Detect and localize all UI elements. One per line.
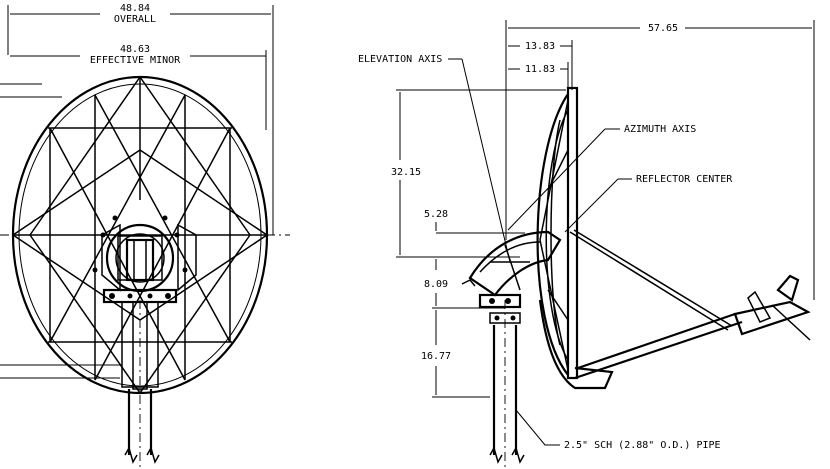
side-mount [461, 230, 562, 324]
elevation-axis-label: ELEVATION AXIS [358, 54, 442, 65]
dim-5: 5.28 [424, 209, 448, 220]
side-pipe: 2.5" SCH (2.88" O.D.) PIPE [489, 300, 721, 469]
dim-32: 32.15 [391, 167, 421, 178]
effective-label: EFFECTIVE MINOR [90, 55, 181, 66]
azimuth-axis-label: AZIMUTH AXIS [624, 124, 696, 135]
pipe-note: 2.5" SCH (2.88" O.D.) PIPE [564, 440, 721, 451]
front-view: 48.84 OVERALL 48.63 EFFECTIVE MINOR [0, 3, 290, 469]
overall-label: OVERALL [114, 14, 156, 25]
side-view: 57.65 13.83 11.83 32.15 5.28 8.09 16.77 … [358, 20, 815, 469]
front-pipe [121, 300, 160, 469]
reflector-center-label: REFLECTOR CENTER [636, 174, 733, 185]
effective-dim: 48.63 [120, 44, 150, 55]
dim-total: 57.65 [648, 23, 678, 34]
dim-16: 16.77 [421, 351, 451, 362]
feed-arm [538, 229, 811, 390]
dim-13: 13.83 [525, 41, 555, 52]
center-hub [0, 215, 290, 304]
dim-11: 11.83 [525, 64, 555, 75]
dim-8: 8.09 [424, 279, 448, 290]
overall-dim: 48.84 [120, 3, 150, 14]
